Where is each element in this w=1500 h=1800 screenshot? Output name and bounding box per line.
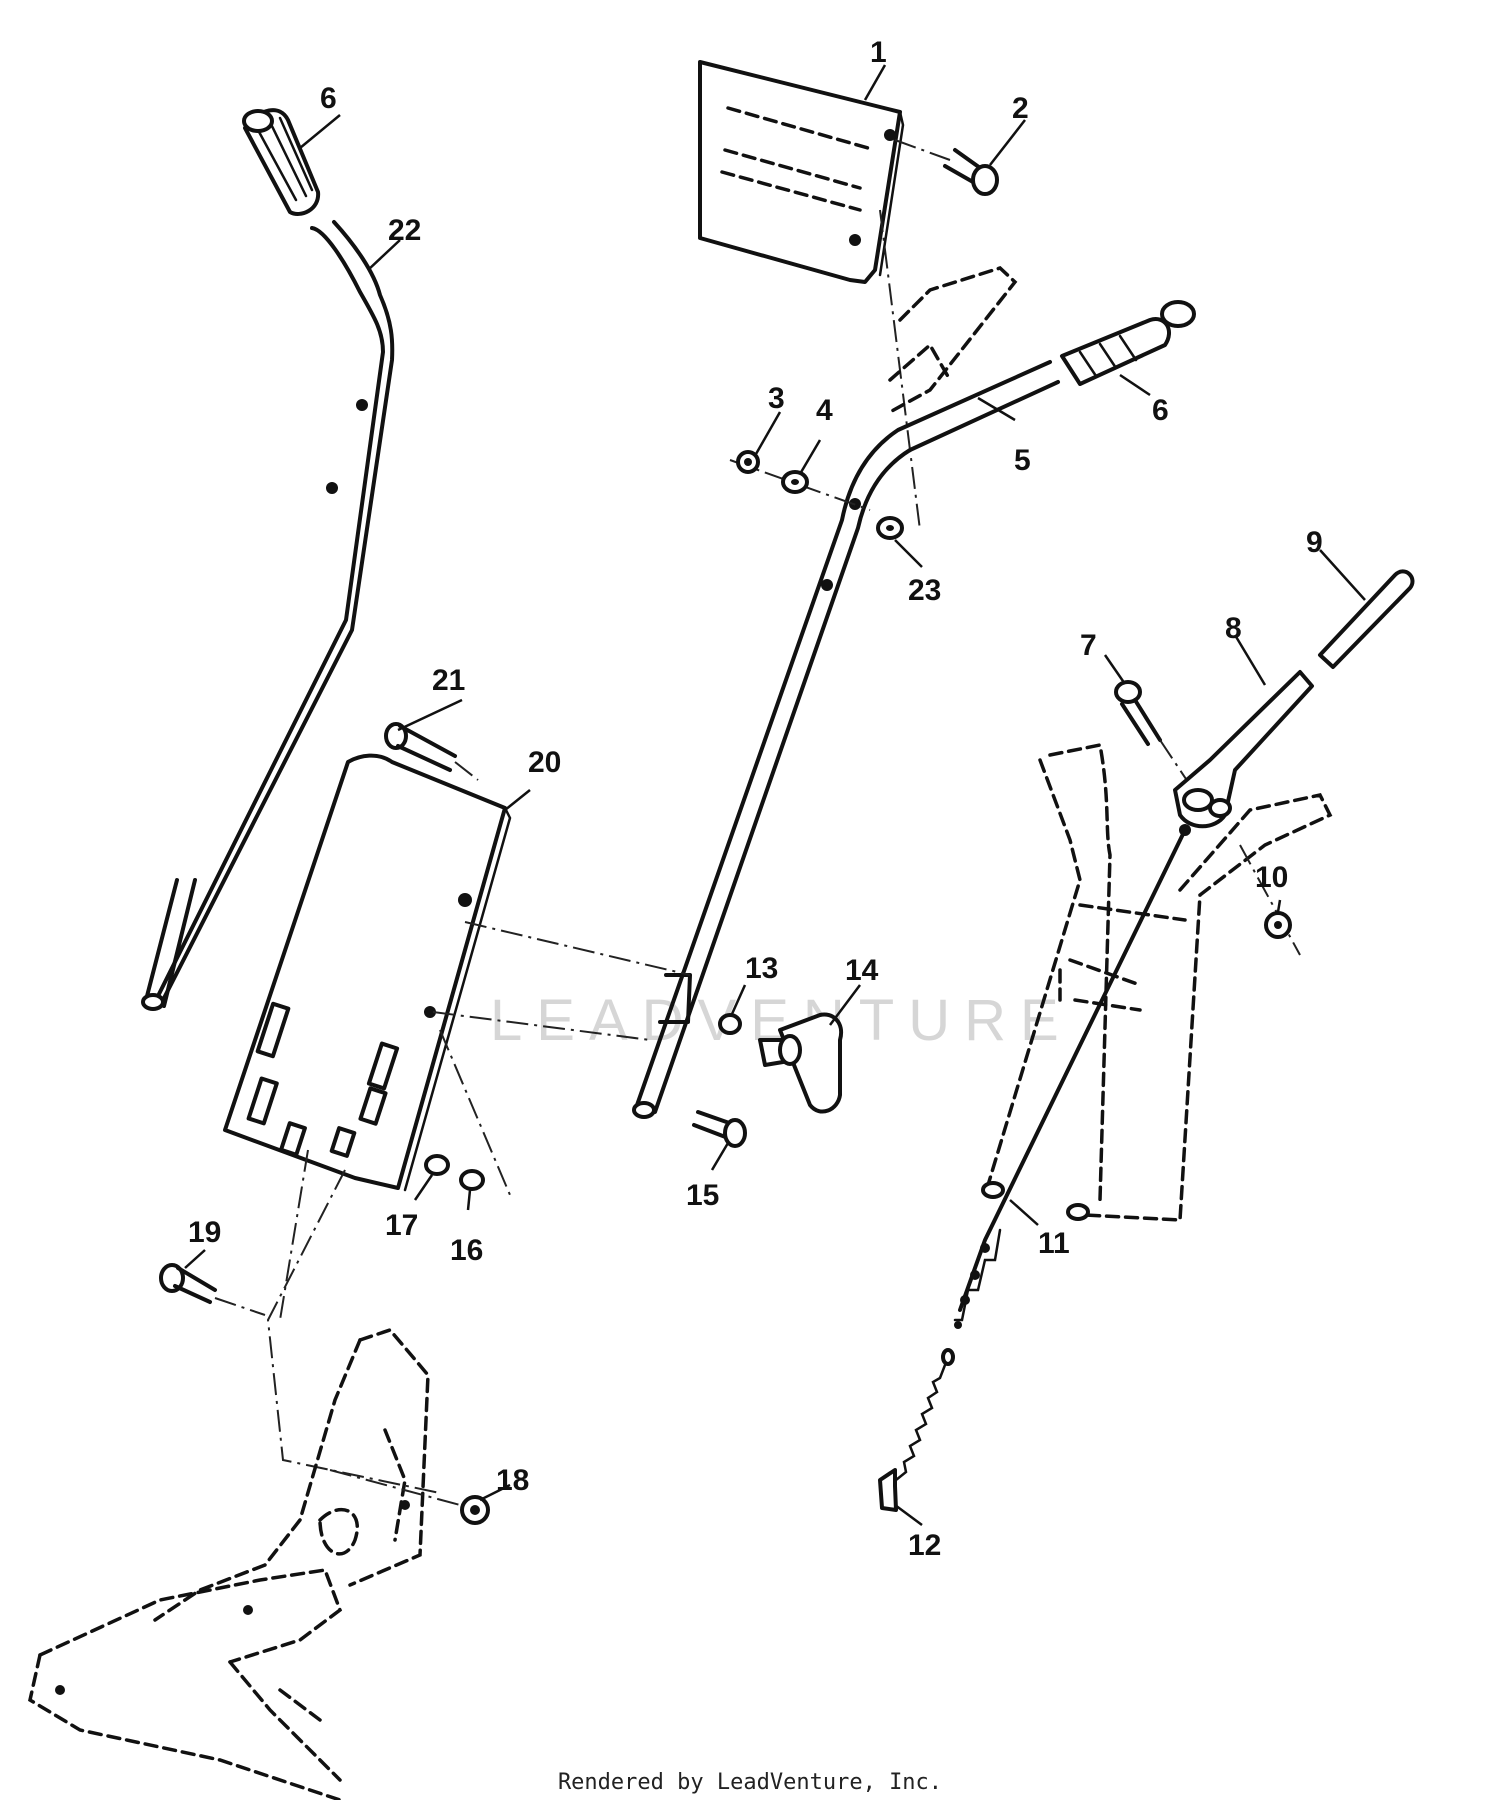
bolt-15 bbox=[692, 1110, 747, 1148]
callout-9: 9 bbox=[1306, 526, 1323, 559]
callout-1: 1 bbox=[870, 36, 887, 69]
shoulder-bolt-7 bbox=[1114, 680, 1201, 801]
callout-23: 23 bbox=[908, 574, 941, 607]
callout-6-right: 6 bbox=[1152, 394, 1169, 427]
callout-21: 21 bbox=[432, 664, 465, 697]
callout-15: 15 bbox=[686, 1179, 719, 1212]
left-grip-6 bbox=[242, 108, 321, 216]
callout-11: 11 bbox=[1038, 1227, 1070, 1260]
tiller-frame-dashed bbox=[28, 1327, 461, 1800]
knob-14 bbox=[758, 1012, 844, 1114]
grip-9 bbox=[1318, 569, 1415, 669]
leader-lines bbox=[184, 64, 1366, 1527]
left-handle-tube-22 bbox=[141, 220, 395, 1011]
mounting-bracket-20 bbox=[223, 753, 691, 1494]
callout-22: 22 bbox=[388, 214, 421, 247]
right-grip-6 bbox=[1060, 300, 1196, 386]
nut-18 bbox=[460, 1495, 490, 1525]
callout-labels: 1 2 6 22 6 5 3 4 23 9 8 7 10 11 12 21 20… bbox=[188, 36, 1323, 1562]
washer-4 bbox=[781, 470, 809, 494]
nut-16 bbox=[439, 1029, 511, 1196]
callout-18: 18 bbox=[496, 1464, 529, 1497]
callout-5: 5 bbox=[1014, 444, 1031, 477]
callout-7: 7 bbox=[1080, 629, 1097, 662]
callout-14: 14 bbox=[845, 954, 879, 987]
washer-13 bbox=[718, 1013, 742, 1035]
lock-washer-17 bbox=[424, 1154, 450, 1176]
callout-13: 13 bbox=[745, 952, 778, 985]
control-panel-1 bbox=[698, 60, 921, 531]
washer-23 bbox=[876, 516, 904, 540]
callout-12: 12 bbox=[908, 1529, 941, 1562]
dashed-handle-reference bbox=[981, 742, 1333, 1222]
callout-20: 20 bbox=[528, 746, 561, 779]
control-rod-11 bbox=[953, 824, 1191, 1329]
lever-8 bbox=[1173, 670, 1314, 829]
footer-credit: Rendered by LeadVenture, Inc. bbox=[557, 1770, 943, 1795]
callout-17: 17 bbox=[385, 1209, 418, 1242]
callout-6-left: 6 bbox=[320, 82, 337, 115]
callout-2: 2 bbox=[1012, 92, 1029, 125]
spring-12 bbox=[878, 1348, 955, 1512]
callout-8: 8 bbox=[1225, 612, 1242, 645]
main-handle-tube-5 bbox=[632, 266, 1060, 1119]
callout-19: 19 bbox=[188, 1216, 221, 1249]
nut-10 bbox=[1239, 844, 1301, 956]
bolt-2 bbox=[894, 139, 999, 196]
bolt-21 bbox=[384, 722, 479, 781]
callout-16: 16 bbox=[450, 1234, 483, 1267]
callout-10: 10 bbox=[1255, 861, 1288, 894]
callout-4: 4 bbox=[816, 394, 833, 427]
callout-3: 3 bbox=[768, 382, 785, 415]
bolt-19 bbox=[159, 1263, 266, 1316]
